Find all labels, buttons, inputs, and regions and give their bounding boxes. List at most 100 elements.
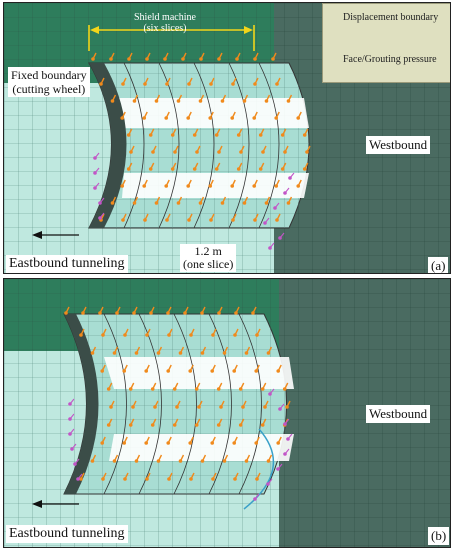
displacement-arrow-head <box>176 99 181 103</box>
displacement-arrow-head <box>200 351 205 355</box>
displacement-arrow-head <box>197 405 201 409</box>
displacement-arrow-head <box>106 387 111 391</box>
displacement-arrow-head <box>194 387 199 391</box>
pressure-arrow-head <box>268 246 272 250</box>
pressure-arrow-head <box>266 482 270 486</box>
displacement-arrow-head <box>100 441 105 445</box>
displacement-arrow-head <box>170 167 175 171</box>
displacement-arrow-head <box>254 369 259 373</box>
displacement-arrow-head <box>154 201 159 205</box>
displacement-arrow-head <box>236 133 241 137</box>
displacement-arrow-head <box>209 82 213 86</box>
displacement-arrow-head <box>187 82 191 86</box>
displacement-arrow-head <box>142 116 147 120</box>
displacement-arrow-head <box>64 311 68 315</box>
displacement-arrow-head <box>79 333 83 337</box>
displacement-arrow-head <box>230 116 235 120</box>
displacement-arrow-head <box>145 333 149 337</box>
displacement-arrow-head <box>144 441 149 445</box>
displacement-arrow-head <box>127 57 131 61</box>
displacement-arrow-head <box>126 133 131 137</box>
pressure-arrow-head <box>288 176 292 180</box>
displacement-arrow-head <box>101 477 105 481</box>
shield-machine-subtitle: (six slices) <box>143 23 187 34</box>
displacement-arrow-head <box>232 441 237 445</box>
displacement-arrow-head <box>134 459 139 463</box>
displacement-arrow-head <box>120 116 125 120</box>
displacement-arrow-head <box>252 184 257 188</box>
displacement-arrow-head <box>208 116 213 120</box>
pressure-arrow-head <box>268 392 272 396</box>
slice-width-note: (one slice) <box>183 257 234 271</box>
displacement-arrow-head <box>132 99 137 103</box>
displacement-arrow-head <box>143 82 147 86</box>
displacement-arrow-head <box>134 351 139 355</box>
westbound-label: Westbound <box>366 136 431 154</box>
displacement-arrow-head <box>302 167 307 171</box>
displacement-arrow-head <box>151 150 155 154</box>
displacement-arrow-head <box>232 369 237 373</box>
displacement-arrow-head <box>220 201 225 205</box>
displacement-arrow-head <box>148 133 153 137</box>
pressure-arrow-head <box>93 171 97 175</box>
legend-pressure-label: Face/Grouting pressure <box>343 54 437 65</box>
slice-width-value: 1.2 m <box>194 244 222 258</box>
displacement-arrow-head <box>195 150 199 154</box>
displacement-arrow-head <box>217 57 221 61</box>
displacement-arrow-head <box>280 133 285 137</box>
direction-arrow-icon <box>32 231 79 239</box>
pressure-arrow-head <box>283 422 287 426</box>
displacement-arrow-head <box>244 351 249 355</box>
displacement-arrow-head <box>188 441 193 445</box>
displacement-arrow-head <box>194 423 199 427</box>
displacement-arrow-head <box>234 311 238 315</box>
displacement-arrow-head <box>233 477 237 481</box>
shield-machine-label: Shield machine (six slices) <box>134 12 196 34</box>
displacement-arrow-head <box>123 333 127 337</box>
displacement-arrow-head <box>208 184 213 188</box>
displacement-arrow-head <box>106 423 111 427</box>
displacement-arrow-head <box>150 387 155 391</box>
pressure-arrows <box>93 152 295 250</box>
displacement-arrow-head <box>112 459 117 463</box>
pressure-arrow-head <box>283 452 287 456</box>
displacement-arrow-head <box>275 82 279 86</box>
displacement-arrow-head <box>214 167 219 171</box>
displacement-arrow-head <box>286 201 291 205</box>
legend-displacement-label: Displacement boundary <box>343 12 439 23</box>
displacement-arrow-head <box>109 405 113 409</box>
displacement-arrow-head <box>164 116 169 120</box>
displacement-arrow-head <box>164 184 169 188</box>
displacement-arrow-head <box>110 99 115 103</box>
displacement-arrow-head <box>200 459 205 463</box>
displacement-arrow-head <box>126 167 131 171</box>
displacement-arrow-head <box>210 441 215 445</box>
displacement-arrow-head <box>144 369 149 373</box>
displacement-arrow-head <box>251 311 255 315</box>
displacement-arrow-head <box>123 477 127 481</box>
displacement-arrow-head <box>286 99 291 103</box>
pressure-arrow-head <box>286 437 290 441</box>
displacement-arrow-head <box>242 201 247 205</box>
displacement-arrow-head <box>280 167 285 171</box>
displacement-arrow-head <box>255 477 259 481</box>
displacement-arrow-head <box>122 441 127 445</box>
pressure-arrow-head <box>76 477 80 481</box>
displacement-arrow-head <box>156 351 161 355</box>
displacement-arrow-head <box>252 116 257 120</box>
displacement-arrow-head <box>181 57 185 61</box>
pressure-arrow-head <box>278 407 282 411</box>
displacement-arrow-head <box>192 167 197 171</box>
pressure-arrow-head <box>253 497 257 501</box>
displacement-arrow-head <box>210 369 215 373</box>
displacement-arrow-head <box>90 351 95 355</box>
displacement-arrow-head <box>254 441 259 445</box>
displacement-arrow-head <box>275 218 279 222</box>
displacement-arrow-head <box>282 387 287 391</box>
displacement-arrow-head <box>263 405 267 409</box>
displacement-arrow-head <box>261 150 265 154</box>
displacement-arrow-head <box>156 459 161 463</box>
displacement-arrow-head <box>143 218 147 222</box>
displacement-arrow-head <box>274 184 279 188</box>
displacement-arrow-head <box>253 218 257 222</box>
